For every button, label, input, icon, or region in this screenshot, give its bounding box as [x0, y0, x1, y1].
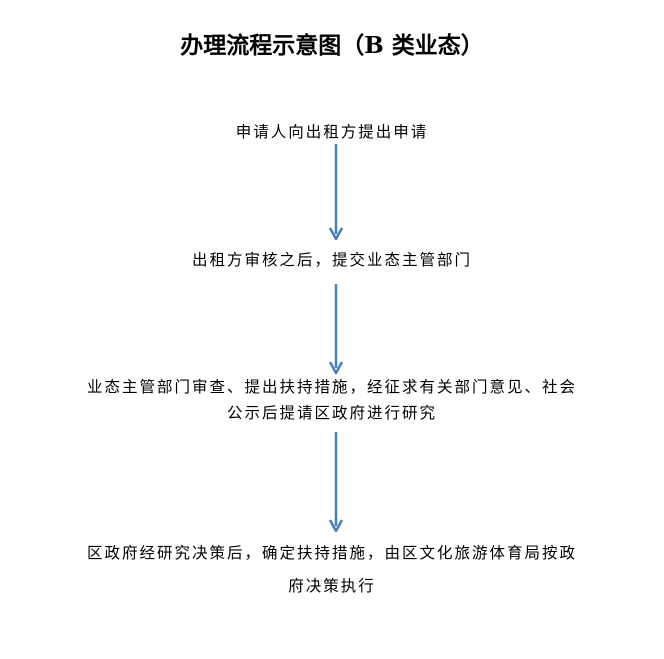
step-2: 出租方审核之后，提交业态主管部门 — [40, 248, 624, 270]
step-4-line-2: 府决策执行 — [288, 577, 376, 595]
arrow-down-icon — [328, 144, 344, 240]
step-3-line-1: 业态主管部门审查、提出扶持措施，经征求有关部门意见、社会 — [86, 378, 577, 396]
diagram-title: 办理流程示意图（B 类业态） — [180, 32, 484, 59]
arrow-down-icon — [328, 432, 344, 532]
step-2-line-1: 出租方审核之后，提交业态主管部门 — [191, 251, 472, 269]
step-4-line-1: 区政府经研究决策后，确定扶持措施，由区文化旅游体育局按政 — [86, 544, 577, 562]
step-3: 业态主管部门审查、提出扶持措施，经征求有关部门意见、社会 公示后提请区政府进行研… — [40, 374, 624, 426]
arrow-down-icon — [328, 284, 344, 374]
step-1: 申请人向出租方提出申请 — [40, 120, 624, 142]
step-3-line-2: 公示后提请区政府进行研究 — [226, 404, 437, 422]
step-4: 区政府经研究决策后，确定扶持措施，由区文化旅游体育局按政 府决策执行 — [40, 537, 624, 603]
step-1-line-1: 申请人向出租方提出申请 — [235, 123, 429, 141]
